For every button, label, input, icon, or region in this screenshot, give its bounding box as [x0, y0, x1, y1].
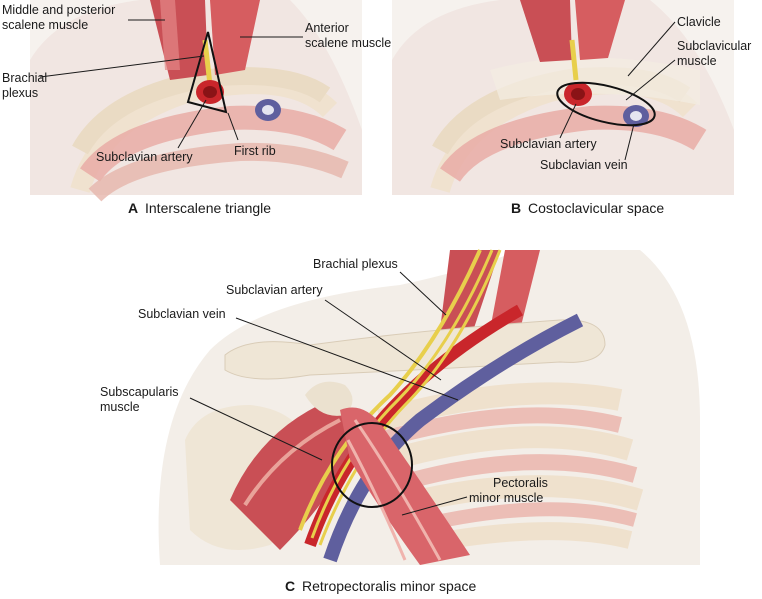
- label-subclavicular-1: Subclavicular: [677, 39, 751, 53]
- panel-b-illustration: [392, 0, 734, 195]
- panel-b-labels: Clavicle Subclavicular muscle Subclavian…: [500, 15, 751, 172]
- panel-c-caption: C Retropectoralis minor space: [285, 578, 477, 594]
- label-brachial-plexus-c: Brachial plexus: [313, 257, 398, 271]
- leader-clavicle: [627, 21, 676, 77]
- label-clavicle: Clavicle: [677, 15, 721, 29]
- panel-b-caption-text: Costoclavicular space: [528, 200, 664, 216]
- label-subclavian-vein-b: Subclavian vein: [540, 158, 628, 172]
- leader-brachial: [39, 55, 205, 78]
- panel-a-caption-text: Interscalene triangle: [145, 200, 271, 216]
- leader-subclavian-artery-a: [177, 99, 207, 149]
- label-subscapularis-2: muscle: [100, 400, 140, 414]
- label-middle-posterior-scalene-2: scalene muscle: [2, 18, 88, 32]
- leader-subclavicular: [625, 59, 676, 101]
- label-subclavian-artery-c: Subclavian artery: [226, 283, 323, 297]
- label-brachial-2: plexus: [2, 86, 38, 100]
- label-pectoralis-1: Pectoralis: [493, 476, 548, 490]
- panel-c-labels: Brachial plexus Subclavian artery Subcla…: [100, 257, 548, 516]
- leader-first-rib: [227, 112, 239, 141]
- panel-c-caption-text: Retropectoralis minor space: [302, 578, 477, 594]
- label-anterior-scalene-1: Anterior: [305, 21, 349, 35]
- panel-c-letter: C: [285, 578, 295, 594]
- panel-b-caption: B Costoclavicular space: [511, 200, 664, 216]
- label-middle-posterior-scalene-1: Middle and posterior: [2, 3, 115, 17]
- leader-subscapularis: [189, 397, 323, 461]
- label-pectoralis-2: minor muscle: [469, 491, 543, 505]
- label-subclavian-vein-c: Subclavian vein: [138, 307, 226, 321]
- label-subscapularis-1: Subscapularis: [100, 385, 179, 399]
- panel-a-labels: Middle and posterior scalene muscle Ante…: [2, 3, 391, 164]
- label-subclavian-artery-b: Subclavian artery: [500, 137, 597, 151]
- panel-a-caption: A Interscalene triangle: [128, 200, 271, 216]
- leader-brachial-plexus-c: [399, 271, 447, 316]
- leader-pectoralis: [401, 496, 468, 516]
- label-subclavian-artery-a: Subclavian artery: [96, 150, 193, 164]
- leader-subclavian-artery-c: [324, 299, 442, 381]
- leader-subclavian-vein-c: [235, 317, 459, 401]
- leader-subclavian-artery-b: [559, 103, 577, 139]
- label-anterior-scalene-2: scalene muscle: [305, 36, 391, 50]
- label-subclavicular-2: muscle: [677, 54, 717, 68]
- panel-a-illustration: [30, 0, 362, 202]
- panel-a-letter: A: [128, 200, 138, 216]
- panel-b-letter: B: [511, 200, 521, 216]
- panel-c-illustration: [158, 249, 701, 565]
- leader-subclavian-vein-b: [624, 123, 635, 161]
- label-first-rib: First rib: [234, 144, 276, 158]
- label-brachial-1: Brachial: [2, 71, 47, 85]
